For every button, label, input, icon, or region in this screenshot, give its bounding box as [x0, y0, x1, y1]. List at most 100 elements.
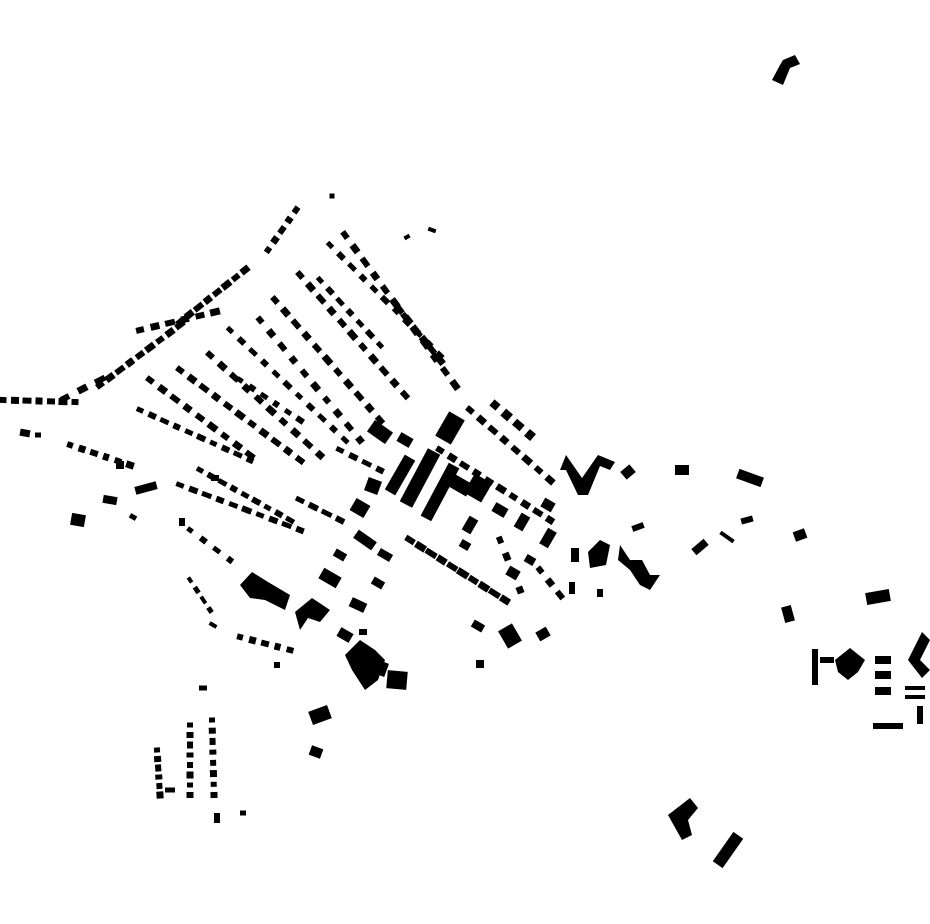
building — [281, 520, 293, 530]
building — [620, 464, 636, 480]
building — [375, 465, 385, 475]
building — [195, 433, 207, 443]
building — [691, 538, 709, 556]
building — [265, 404, 278, 417]
building — [355, 435, 365, 445]
building — [253, 394, 265, 405]
building — [245, 455, 255, 465]
building — [364, 402, 375, 414]
building — [905, 695, 925, 699]
building — [345, 307, 355, 318]
building — [241, 383, 252, 394]
building — [391, 306, 401, 316]
building — [376, 548, 394, 562]
building — [282, 379, 293, 391]
building — [792, 528, 808, 542]
building — [533, 465, 544, 475]
building — [378, 365, 390, 377]
building — [571, 548, 579, 562]
building — [0, 396, 7, 404]
building — [317, 413, 327, 423]
building — [501, 551, 512, 562]
building — [220, 431, 230, 442]
building — [156, 791, 164, 799]
building — [209, 439, 218, 448]
building — [359, 256, 371, 269]
building — [265, 328, 277, 339]
building — [159, 416, 170, 426]
building — [386, 670, 408, 690]
building — [544, 474, 556, 486]
building — [329, 193, 335, 199]
building — [198, 382, 210, 394]
building — [712, 831, 744, 869]
building — [461, 515, 479, 535]
building — [294, 454, 306, 466]
building — [301, 330, 312, 342]
building — [402, 314, 414, 326]
building — [147, 411, 158, 420]
building — [274, 662, 280, 668]
building — [273, 642, 282, 651]
building — [211, 475, 219, 481]
building — [396, 432, 414, 448]
building — [320, 508, 333, 519]
building — [209, 737, 216, 746]
building — [322, 395, 332, 405]
building — [348, 597, 368, 613]
building — [199, 685, 207, 691]
building — [194, 311, 206, 320]
building — [675, 465, 689, 475]
building — [524, 428, 536, 442]
building — [304, 281, 317, 293]
building — [510, 444, 522, 456]
building — [508, 568, 518, 579]
building — [134, 349, 146, 361]
building — [187, 741, 193, 749]
building — [154, 764, 162, 772]
building — [358, 342, 368, 352]
building — [367, 353, 380, 365]
building — [521, 454, 534, 466]
building — [326, 305, 337, 317]
building — [240, 490, 250, 500]
building — [175, 481, 185, 489]
building — [420, 462, 460, 522]
building — [309, 380, 322, 393]
building — [282, 445, 294, 457]
building — [470, 619, 486, 633]
building — [343, 421, 355, 433]
building — [263, 503, 272, 512]
building — [35, 432, 41, 438]
building — [288, 355, 299, 365]
building — [395, 305, 405, 315]
building — [375, 340, 385, 350]
building — [325, 240, 335, 250]
building — [149, 321, 161, 331]
building — [210, 759, 217, 766]
building — [371, 659, 389, 677]
building — [366, 419, 394, 445]
building — [335, 296, 345, 307]
building — [347, 451, 359, 462]
building — [336, 627, 354, 643]
building — [875, 687, 891, 695]
building — [424, 547, 438, 560]
building — [278, 416, 289, 427]
building — [186, 526, 194, 534]
building — [209, 307, 221, 317]
building — [449, 378, 461, 392]
building — [273, 509, 284, 519]
building — [289, 427, 302, 439]
building — [487, 424, 499, 436]
building — [307, 501, 320, 512]
building — [294, 495, 306, 505]
building — [209, 749, 217, 755]
building — [202, 294, 214, 305]
building — [164, 318, 176, 327]
building — [345, 640, 385, 690]
building — [465, 405, 475, 415]
building — [209, 769, 218, 778]
building — [284, 215, 294, 225]
building — [104, 372, 116, 383]
